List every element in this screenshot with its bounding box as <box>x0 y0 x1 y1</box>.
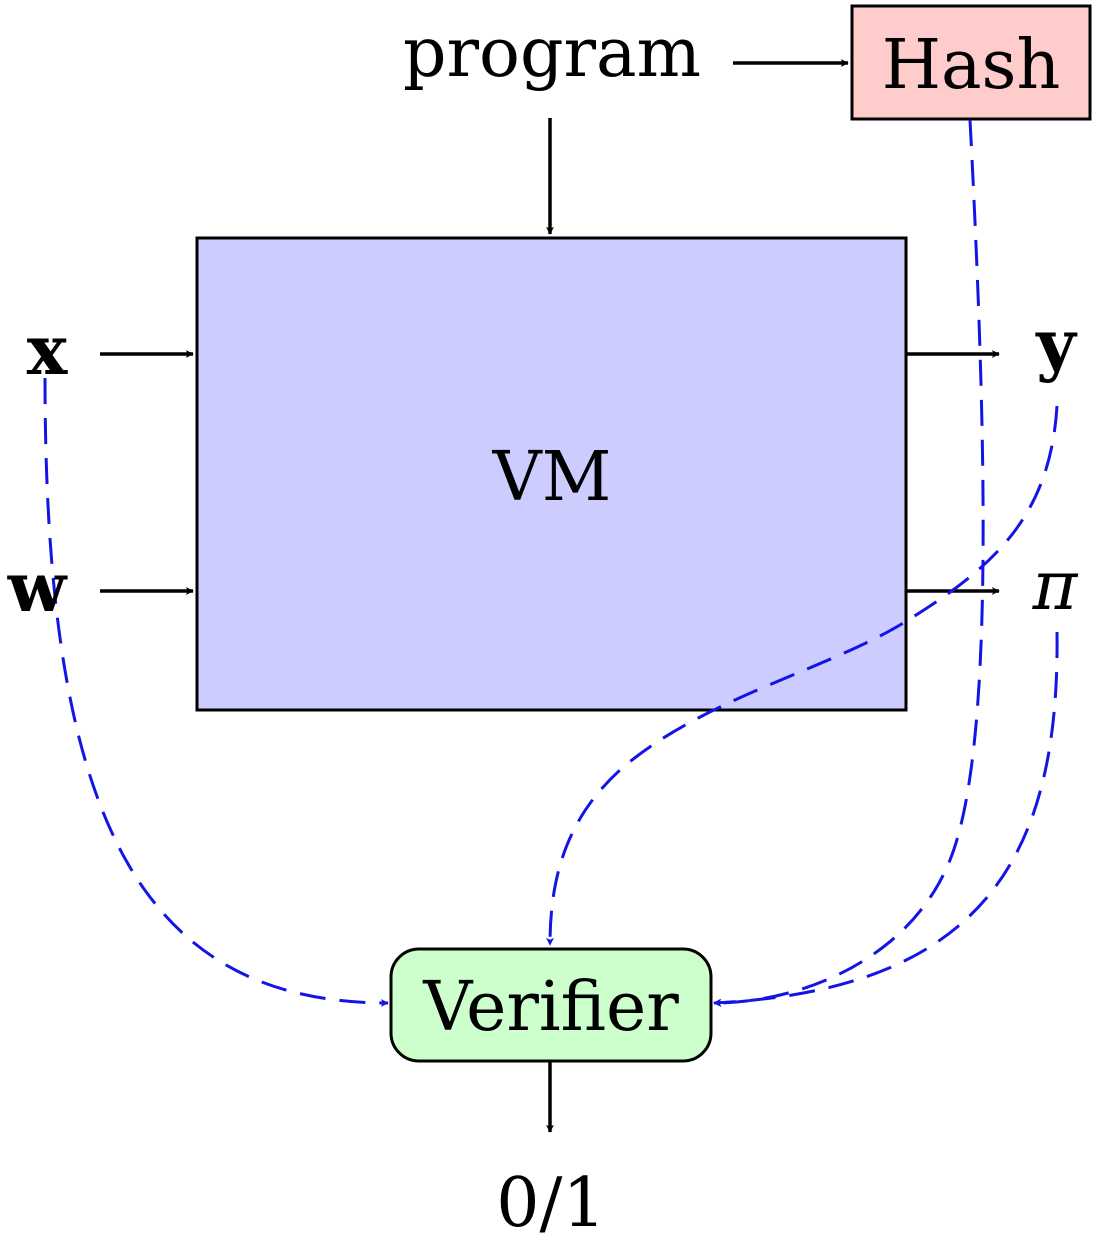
program-label: program <box>403 14 701 93</box>
x-label: x <box>27 311 68 391</box>
pi-to-verifier-dashed-arrow <box>713 631 1059 1007</box>
y-label: y <box>1035 305 1078 385</box>
pi-label: π <box>1032 547 1079 626</box>
vm-box <box>195 236 908 712</box>
hash-label: Hash <box>882 26 1061 105</box>
w-label: w <box>7 548 68 628</box>
verifier-label: Verifier <box>422 968 679 1047</box>
y-to-verifier-dashed-arrow <box>546 405 1059 946</box>
vm-label: VM <box>492 438 612 517</box>
x-to-verifier-dashed-arrow <box>43 377 389 1007</box>
hash-to-verifier-dashed-arrow <box>713 119 985 1007</box>
result-label: 0/1 <box>496 1164 605 1243</box>
hash-box <box>850 4 1092 121</box>
